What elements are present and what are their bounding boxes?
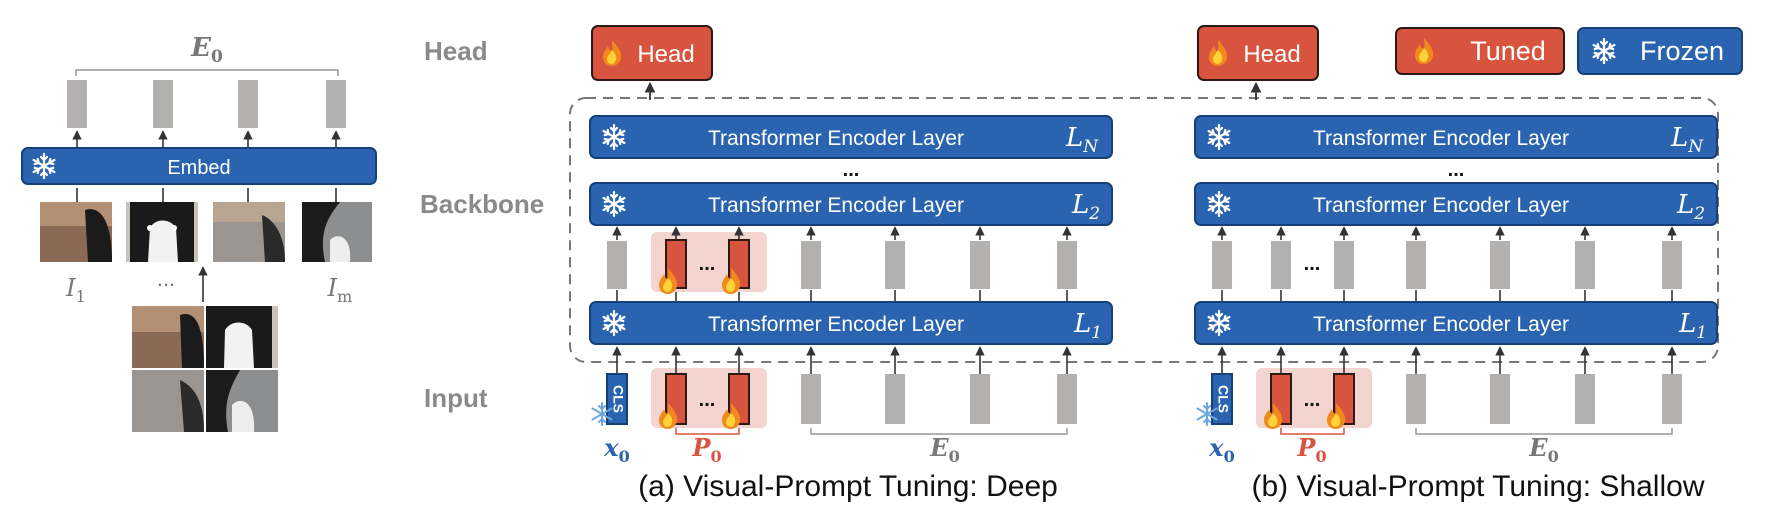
encoder-layer-1-deep [589,301,1113,345]
legend: Tuned Frozen [1395,27,1743,75]
cls-label: CLS [610,385,626,413]
token [970,374,990,424]
encoder-layer-2-deep [589,182,1113,226]
backbone-region [569,97,1719,363]
x0-label: x0 [603,433,629,466]
head-box-shallow [1197,25,1319,81]
x0-label: x0 [1208,433,1234,466]
embed-output-token [326,80,346,128]
layer-index-n: LN [1065,123,1099,157]
layer-index-2: L2 [1071,190,1100,224]
input-image [132,306,278,432]
row-label-backbone: Backbone [420,189,544,219]
legend-tuned [1395,27,1565,75]
token [1662,241,1682,289]
embed-panel: E0 Embed [21,33,377,432]
patch-image [126,202,198,262]
encoder-layer-1-shallow [1194,301,1718,345]
token [1271,241,1291,289]
patch-last-label: Im [327,274,353,306]
encoder-layer-label: Transformer Encoder Layer [708,194,964,217]
embed-output-token [153,80,173,128]
patch-image [302,202,372,262]
layer-ellipsis: ... [1448,159,1465,181]
token [970,241,990,289]
patch-image [213,202,285,262]
token [801,374,821,424]
caption-deep: (a) Visual-Prompt Tuning: Deep [638,470,1058,503]
encoder-layer-label: Transformer Encoder Layer [708,127,964,150]
encoder-layer-label: Transformer Encoder Layer [1313,194,1569,217]
token-ellipsis: ... [1304,253,1321,275]
encoder-layer-label: Transformer Encoder Layer [708,313,964,336]
prompt-ellipsis: ... [699,253,716,275]
cls-label: CLS [1215,385,1231,413]
legend-tuned-label: Tuned [1470,36,1546,66]
embed-e0-label: E0 [190,33,223,67]
token [1212,241,1232,289]
cls-token [1211,373,1233,425]
embed-output-token [238,80,258,128]
encoder-layer-n-shallow [1194,115,1718,159]
patch-image [40,202,112,262]
encoder-layer-2-shallow [1194,182,1718,226]
panel-deep: Head Transformer Encoder Layer LN ... Tr… [589,25,1113,503]
caption-shallow: (b) Visual-Prompt Tuning: Shallow [1252,470,1705,503]
cls-token [606,373,628,425]
embed-label: Embed [167,157,230,179]
head-label-shallow: Head [1243,41,1300,68]
row-label-head: Head [424,36,488,66]
token [1406,241,1426,289]
legend-frozen [1577,27,1743,75]
e0-label: E0 [1528,433,1558,466]
token [1575,241,1595,289]
token [1057,241,1077,289]
embed-box [21,147,377,185]
token [885,241,905,289]
patch-first-label: I1 [65,274,86,306]
head-box-deep [591,25,713,81]
p0-label: P0 [691,433,721,466]
layer-index-2: L2 [1676,190,1705,224]
legend-frozen-label: Frozen [1640,36,1724,66]
e0-label: E0 [929,433,959,466]
token [1334,241,1354,289]
panel-shallow: Head Transformer Encoder Layer LN ... Tr… [1194,25,1718,503]
token [607,241,627,289]
token [1490,374,1510,424]
encoder-layer-label: Transformer Encoder Layer [1313,127,1569,150]
token [885,374,905,424]
embed-output-token [67,80,87,128]
layer-ellipsis: ... [843,159,860,181]
patch-ellipsis: ... [157,266,175,291]
layer-index-1: L1 [1678,309,1707,343]
prompt-ellipsis: ... [699,389,716,411]
token [1490,241,1510,289]
head-label-deep: Head [637,41,694,68]
p0-label: P0 [1296,433,1326,466]
row-label-input: Input [424,383,488,413]
token [1406,374,1426,424]
token [1662,374,1682,424]
prompt-ellipsis: ... [1304,389,1321,411]
encoder-layer-label: Transformer Encoder Layer [1313,313,1569,336]
layer-index-n: LN [1670,123,1704,157]
token [1575,374,1595,424]
layer-index-1: L1 [1073,309,1102,343]
encoder-layer-n-deep [589,115,1113,159]
token [801,241,821,289]
token [1057,374,1077,424]
